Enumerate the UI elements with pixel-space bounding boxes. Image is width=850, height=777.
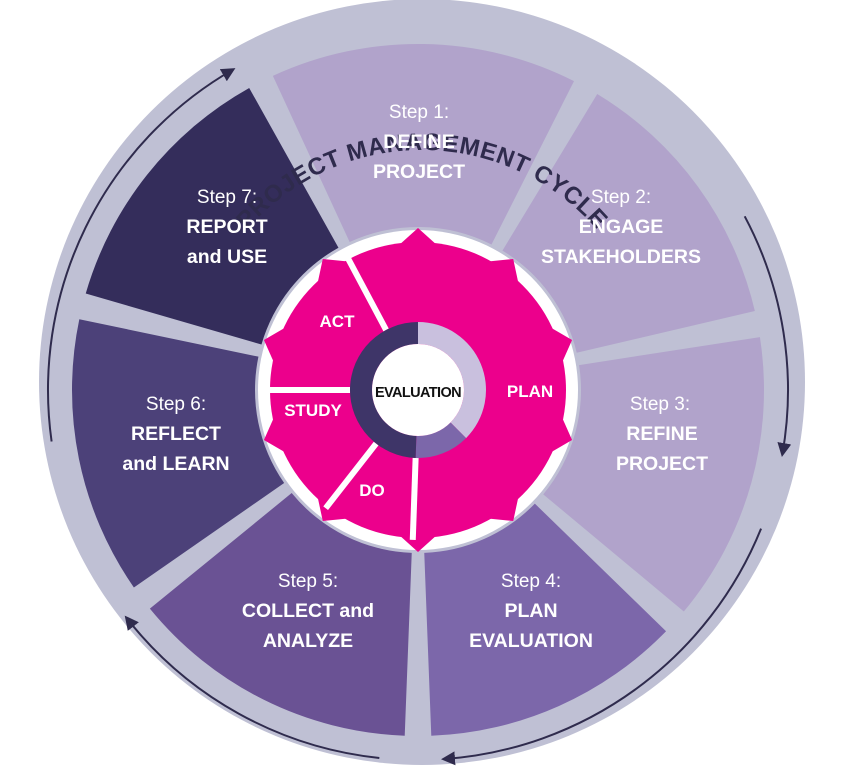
step-5-segment (149, 493, 412, 736)
center-disc (372, 344, 464, 436)
evaluation-center (350, 322, 486, 459)
act-study-divider (344, 256, 389, 332)
step-7-segment (85, 87, 339, 345)
step-5-label: Step 5: COLLECT and ANALYZE (242, 571, 374, 652)
step-7-label: Step 7: REPORT and USE (186, 187, 267, 268)
pdsa-act-label: ACT (320, 312, 356, 331)
step-2-line-2: STAKEHOLDERS (541, 246, 701, 268)
center-ring-light-arc (418, 322, 486, 439)
step-6-line-2: and LEARN (122, 453, 229, 475)
do-divider (323, 441, 379, 511)
pdsa-plan-label: PLAN (507, 382, 553, 401)
step-4-label: Step 4: PLAN EVALUATION (469, 571, 593, 652)
gear-tooth (263, 418, 285, 453)
gear-tooth (489, 497, 519, 522)
gear-tooth (551, 418, 573, 453)
step-2-label: Step 2: ENGAGE STAKEHOLDERS (541, 187, 701, 268)
step-6-label: Step 6: REFLECT and LEARN (122, 394, 229, 475)
gear-tooth (400, 228, 436, 245)
cycle-arrow-2 (441, 528, 762, 766)
step-1-label: Step 1: DEFINE PROJECT (373, 102, 465, 183)
step-7-number: Step 7: (197, 187, 257, 208)
step-3-number: Step 3: (630, 394, 690, 415)
center-evaluation-label: EVALUATION (375, 385, 461, 401)
step-4-segment (424, 503, 667, 736)
cycle-arrow-4 (47, 68, 236, 442)
step-3-line-2: PROJECT (616, 453, 708, 475)
gear-tooth (317, 258, 347, 283)
gear-tooth (317, 497, 347, 522)
step-7-line-1: REPORT (186, 216, 267, 238)
step-1-line-1: DEFINE (383, 131, 455, 153)
cycle-arrow-1 (743, 215, 792, 458)
step-3-label: Step 3: REFINE PROJECT (616, 394, 708, 475)
step-4-line-2: EVALUATION (469, 630, 593, 652)
step-labels: Step 1: DEFINE PROJECT Step 2: ENGAGE ST… (122, 102, 708, 652)
plan-do-divider (409, 457, 419, 541)
gear-tooth (263, 327, 285, 362)
center-ring-dark-arc (350, 322, 418, 458)
pdsa-study-label: STUDY (284, 401, 342, 420)
gear-tooth (400, 535, 436, 552)
gear-tooth (489, 258, 519, 283)
center-ring-mid-arc (415, 422, 467, 459)
cycle-arrows (47, 68, 792, 766)
step-3-line-1: REFINE (626, 423, 698, 445)
step-3-segment (543, 337, 764, 612)
step-1-number: Step 1: (389, 102, 449, 123)
step-1-line-2: PROJECT (373, 161, 465, 183)
step-6-number: Step 6: (146, 394, 206, 415)
step-4-line-1: PLAN (504, 600, 557, 622)
step-2-line-1: ENGAGE (579, 216, 664, 238)
step-2-segment (502, 94, 755, 353)
step-7-line-2: and USE (187, 246, 267, 268)
pdsa-do-label: DO (359, 481, 385, 500)
step-1-segment (272, 43, 575, 245)
step-4-number: Step 4: (501, 571, 561, 592)
step-5-number: Step 5: (278, 571, 338, 592)
step-2-number: Step 2: (591, 187, 651, 208)
cycle-arrow-3 (124, 615, 380, 759)
gear-tooth (551, 327, 573, 362)
step-6-segment (71, 319, 285, 588)
step-6-line-1: REFLECT (131, 423, 221, 445)
step-5-line-2: ANALYZE (263, 630, 353, 652)
step-segments (71, 43, 764, 736)
step-5-line-1: COLLECT and (242, 600, 374, 622)
